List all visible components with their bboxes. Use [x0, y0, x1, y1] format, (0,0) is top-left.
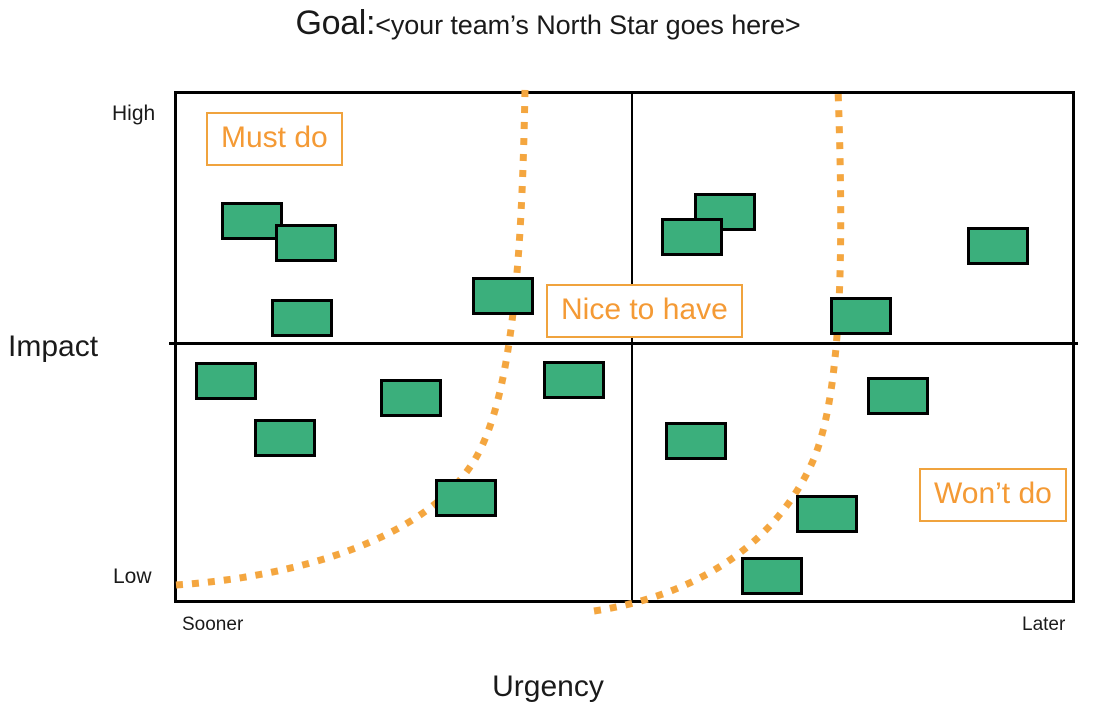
y-axis-label-impact: Impact [8, 330, 99, 363]
item-card[interactable] [275, 224, 337, 262]
item-card[interactable] [435, 479, 497, 517]
quadrant-divider-horizontal [169, 342, 1078, 345]
x-axis-label-urgency: Urgency [492, 670, 604, 703]
quadrant-label-wont-do: Won’t do [919, 468, 1067, 522]
quadrant-label-must-do: Must do [206, 112, 343, 166]
x-axis-tick-sooner: Sooner [182, 614, 244, 635]
item-card[interactable] [967, 227, 1029, 265]
item-card[interactable] [661, 218, 723, 256]
item-card[interactable] [254, 419, 316, 457]
item-card[interactable] [380, 379, 442, 417]
item-card[interactable] [665, 422, 727, 460]
item-card[interactable] [796, 495, 858, 533]
item-card[interactable] [221, 202, 283, 240]
quadrant-label-nice-to-have: Nice to have [546, 284, 743, 338]
page-title-lead: Goal: [295, 4, 376, 42]
page-title-rest: <your team’s North Star goes here> [375, 10, 801, 40]
item-card[interactable] [830, 297, 892, 335]
item-card[interactable] [867, 377, 929, 415]
x-axis-tick-later: Later [1022, 614, 1066, 635]
item-card[interactable] [543, 361, 605, 399]
quadrant-divider-vertical [631, 94, 633, 603]
item-card[interactable] [472, 277, 534, 315]
item-card[interactable] [741, 557, 803, 595]
page-title: Goal:<your team’s North Star goes here> [0, 6, 1096, 40]
item-card[interactable] [195, 362, 257, 400]
item-card[interactable] [271, 299, 333, 337]
y-axis-tick-low: Low [113, 565, 152, 588]
y-axis-tick-high: High [112, 102, 156, 125]
